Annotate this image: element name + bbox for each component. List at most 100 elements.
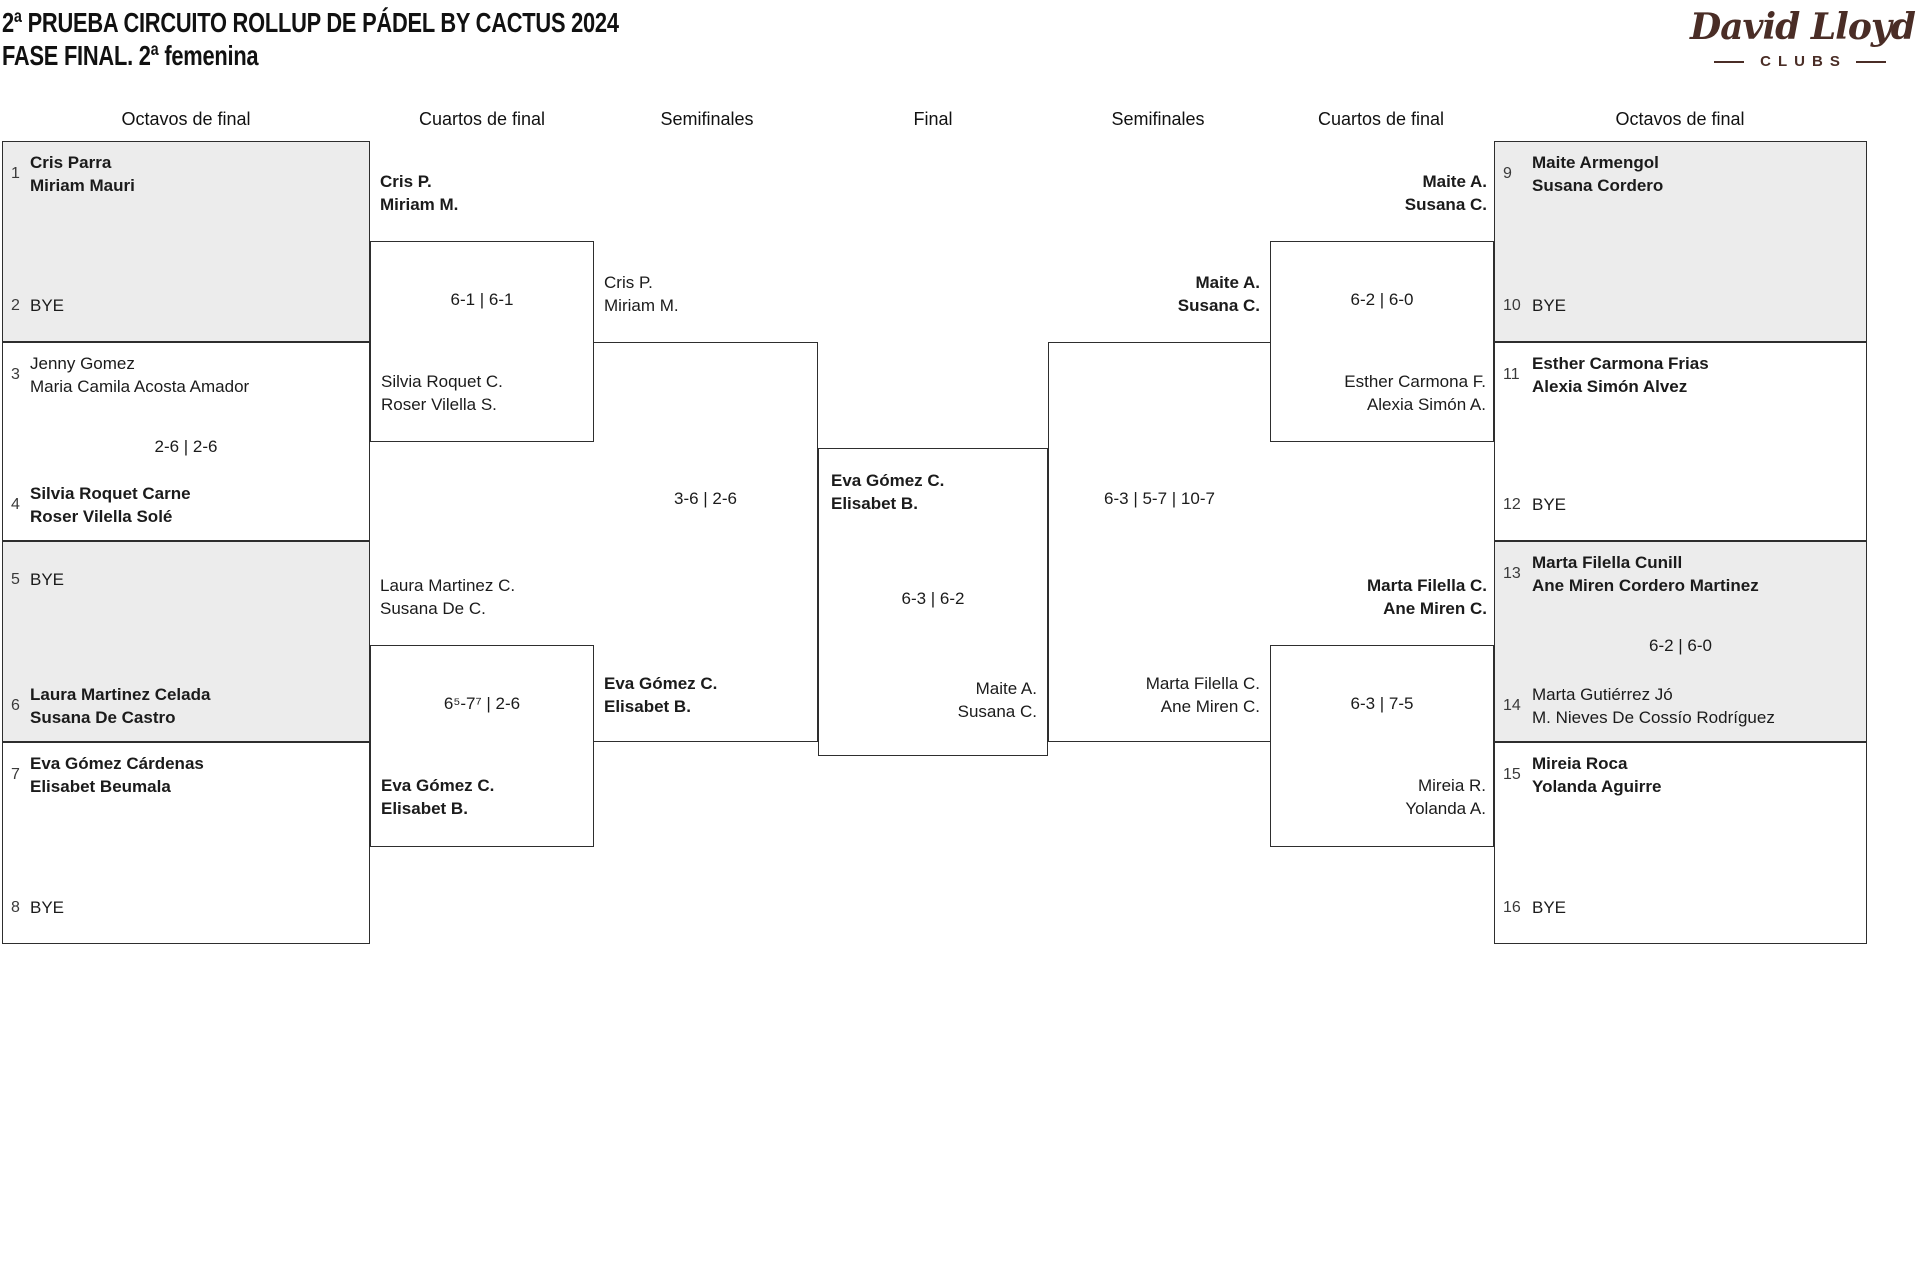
team-name: Eva Gómez Cárdenas	[30, 754, 204, 773]
team-name: Silvia Roquet C.	[381, 372, 503, 391]
team-row: 12 BYE	[1503, 493, 1566, 516]
logo-wordmark: David Lloyd	[1690, 6, 1916, 48]
bye-label: BYE	[1532, 296, 1567, 315]
finalist-team-label: Eva Gómez C. Elisabet B.	[831, 469, 944, 515]
team-name: Maite A.	[1422, 172, 1487, 191]
match-box-5-6: 5 BYE 6 Laura Martinez Celada Susana De …	[2, 541, 370, 742]
match-box-9-10: 9 Maite Armengol Susana Cordero 10 BYE	[1494, 141, 1867, 342]
team-row: 16 BYE	[1503, 896, 1566, 919]
team-row: 2 BYE	[11, 294, 64, 317]
team-names: BYE	[1532, 896, 1566, 919]
team-names: BYE	[30, 896, 64, 919]
finalist-team-label: Maite A. Susana C.	[958, 677, 1037, 723]
quarterfinal-box-left-1: 6-1 | 6-1 Silvia Roquet C. Roser Vilella…	[370, 241, 594, 442]
tournament-title: 2ª PRUEBA CIRCUITO ROLLUP DE PÁDEL BY CA…	[2, 7, 619, 38]
team-names: Maite Armengol Susana Cordero	[1532, 151, 1663, 197]
advancing-team-label: Cris P. Miriam M.	[604, 271, 679, 317]
bye-label: BYE	[30, 898, 65, 917]
team-row: 3 Jenny Gomez Maria Camila Acosta Amador	[11, 352, 249, 398]
team-name: Laura Martinez Celada	[30, 685, 211, 704]
team-names: Eva Gómez Cárdenas Elisabet Beumala	[30, 752, 204, 798]
team-name: Yolanda Aguirre	[1532, 777, 1662, 796]
quarterfinal-box-right-2: 6-3 | 7-5 Mireia R. Yolanda A.	[1270, 645, 1494, 847]
team-names: BYE	[1532, 294, 1566, 317]
team-name: Alexia Simón Alvez	[1532, 377, 1688, 396]
final-box: Eva Gómez C. Elisabet B. 6-3 | 6-2 Maite…	[818, 448, 1048, 756]
round-header-semis-right: Semifinales	[1111, 109, 1205, 129]
team-names: Silvia Roquet Carne Roser Vilella Solé	[30, 482, 191, 528]
team-names: BYE	[1532, 493, 1566, 516]
seed-number: 13	[1503, 565, 1521, 582]
seed-number: 2	[11, 296, 20, 314]
team-name: Cris Parra	[30, 153, 112, 172]
match-box-11-12: 11 Esther Carmona Frias Alexia Simón Alv…	[1494, 342, 1867, 541]
match-box-7-8: 7 Eva Gómez Cárdenas Elisabet Beumala 8 …	[2, 742, 370, 944]
team-row: 9 Maite Armengol Susana Cordero	[1503, 151, 1663, 197]
team-name: Marta Filella C.	[1367, 576, 1487, 595]
team-name: Eva Gómez C.	[604, 674, 718, 693]
match-score: 6-3 | 7-5	[1350, 694, 1414, 713]
team-name: Cris P.	[604, 273, 653, 292]
team-row: 1 Cris Parra Miriam Mauri	[11, 151, 135, 197]
team-name: Esther Carmona F.	[1344, 372, 1486, 391]
team-name: Susana De Castro	[30, 708, 176, 727]
team-name: Susana De C.	[380, 599, 486, 618]
seed-number: 5	[11, 570, 20, 588]
team-name: Elisabet B.	[381, 799, 468, 818]
logo-dash-left-icon	[1714, 60, 1745, 63]
seed-number: 3	[11, 366, 20, 383]
bye-label: BYE	[1532, 495, 1567, 514]
match-score: 6-1 | 6-1	[450, 290, 514, 309]
bye-label: BYE	[30, 570, 65, 589]
team-name: Silvia Roquet Carne	[30, 484, 191, 503]
match-box-13-14: 13 Marta Filella Cunill Ane Miren Corder…	[1494, 541, 1867, 742]
seed-number: 4	[11, 496, 20, 513]
team-row: 14 Marta Gutiérrez Jó M. Nieves De Cossí…	[1503, 683, 1775, 729]
team-names: BYE	[30, 568, 64, 591]
advancing-team-label: Laura Martinez C. Susana De C.	[380, 574, 515, 620]
round-header-cuartos-right: Cuartos de final	[1317, 109, 1445, 129]
team-name: Susana C.	[1177, 296, 1260, 315]
team-name: Susana C.	[957, 702, 1037, 721]
seed-number: 1	[11, 165, 20, 182]
round-header-octavos-right: Octavos de final	[1615, 109, 1745, 129]
final-score: 6-3 | 6-2	[901, 589, 965, 608]
match-score: 3-6 | 2-6	[673, 489, 737, 508]
bye-label: BYE	[30, 296, 65, 315]
team-row: 15 Mireia Roca Yolanda Aguirre	[1503, 752, 1661, 798]
team-row: 13 Marta Filella Cunill Ane Miren Corder…	[1503, 551, 1759, 597]
match-box-3-4: 3 Jenny Gomez Maria Camila Acosta Amador…	[2, 342, 370, 541]
quarterfinal-box-left-2: 6⁵-7⁷ | 2-6 Eva Gómez C. Elisabet B.	[370, 645, 594, 847]
seed-number: 15	[1503, 766, 1521, 783]
team-name: Esther Carmona Frias	[1532, 354, 1709, 373]
team-names: Esther Carmona Frias Alexia Simón Alvez	[1532, 352, 1709, 398]
team-name: Ane Miren C.	[1160, 697, 1260, 716]
team-name: Roser Vilella Solé	[30, 507, 173, 526]
team-name: Miriam Mauri	[30, 176, 135, 195]
team-names: Marta Gutiérrez Jó M. Nieves De Cossío R…	[1532, 683, 1775, 729]
team-names: BYE	[30, 294, 64, 317]
bye-label: BYE	[1532, 898, 1567, 917]
team-name: Marta Filella Cunill	[1532, 553, 1683, 572]
match-score: 6-2 | 6-0	[1648, 636, 1712, 655]
seed-number: 9	[1503, 165, 1512, 182]
team-name: Laura Martinez C.	[380, 576, 516, 595]
match-score: 6⁵-7⁷ | 2-6	[443, 694, 521, 713]
team-name: Mireia Roca	[1532, 754, 1628, 773]
team-name: M. Nieves De Cossío Rodríguez	[1532, 708, 1775, 727]
round-header-final: Final	[913, 109, 953, 129]
seed-number: 16	[1503, 898, 1521, 916]
team-row: 6 Laura Martinez Celada Susana De Castro	[11, 683, 210, 729]
team-name: Marta Filella C.	[1145, 674, 1260, 693]
logo-clubs-row: CLUBS	[1690, 53, 1910, 70]
advancing-team-label: Esther Carmona F. Alexia Simón A.	[1344, 370, 1486, 416]
team-name: Susana Cordero	[1532, 176, 1664, 195]
david-lloyd-logo: David Lloyd CLUBS	[1690, 2, 1916, 70]
team-name: Maria Camila Acosta Amador	[30, 377, 250, 396]
team-name: Maite Armengol	[1532, 153, 1659, 172]
team-row: 10 BYE	[1503, 294, 1566, 317]
team-name: Elisabet Beumala	[30, 777, 171, 796]
round-header-octavos-left: Octavos de final	[121, 109, 251, 129]
team-name: Roser Vilella S.	[381, 395, 497, 414]
team-names: Marta Filella Cunill Ane Miren Cordero M…	[1532, 551, 1759, 597]
